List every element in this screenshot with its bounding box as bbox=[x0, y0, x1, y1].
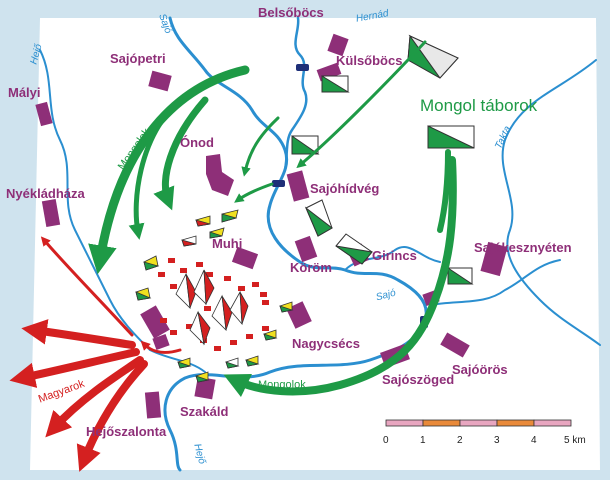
town-block-sajohidveg bbox=[286, 170, 310, 202]
label-sajohidveg: Sajóhídvég bbox=[310, 181, 379, 196]
scale-tick-3: 3 bbox=[494, 435, 500, 446]
label-river-hejo-bottom: Hejő bbox=[191, 443, 207, 466]
town-block-hejoszalonta bbox=[144, 391, 162, 419]
tents bbox=[175, 269, 249, 346]
scale-tick-1: 1 bbox=[420, 435, 426, 446]
town-block-sajooros bbox=[440, 332, 470, 358]
bridge-sajohidveg bbox=[272, 180, 285, 187]
town-block-onod bbox=[206, 154, 234, 196]
town-block-nyekladhaza bbox=[41, 198, 61, 228]
scale-tick-5: 5 km bbox=[564, 435, 586, 446]
arrow-camp-to-west bbox=[88, 65, 250, 275]
scale-tick-0: 0 bbox=[383, 435, 389, 446]
label-sajopetri: Sajópetri bbox=[110, 51, 166, 66]
label-mongolok-south: Mongolok bbox=[258, 379, 306, 391]
camp-2 bbox=[427, 125, 475, 149]
label-malyi: Mályi bbox=[8, 85, 41, 100]
arrow-magyar-wsw bbox=[9, 348, 140, 388]
town-block-belsobocs bbox=[327, 33, 349, 57]
label-hejoszalonta: Hejőszalonta bbox=[86, 424, 167, 439]
towns bbox=[35, 33, 508, 419]
arrow-north-center-2 bbox=[128, 102, 178, 240]
camp-7 bbox=[447, 267, 474, 285]
town-block-szakald-n bbox=[152, 333, 170, 351]
town-block-muhi bbox=[231, 246, 259, 270]
scale-tick-2: 2 bbox=[457, 435, 463, 446]
arrow-magyar-se bbox=[140, 340, 182, 354]
wagon-camp bbox=[135, 209, 294, 383]
arrow-magyar-w bbox=[21, 319, 136, 349]
label-sajooros: Sajóörös bbox=[452, 362, 508, 377]
arrow-magyar-s bbox=[76, 360, 148, 472]
label-kulsobocs: Külsőböcs bbox=[336, 53, 402, 68]
arrow-east-muhi bbox=[296, 40, 427, 169]
town-block-sajopetri bbox=[148, 70, 172, 92]
label-river-sajo-mid: Sajó bbox=[375, 287, 398, 303]
town-block-korom bbox=[294, 235, 318, 263]
mongol-arrows bbox=[88, 40, 457, 398]
arrow-sajohidveg-west bbox=[234, 182, 274, 203]
label-nyekladhaza: Nyékládháza bbox=[6, 186, 86, 201]
town-block-nagycsecs bbox=[286, 301, 312, 329]
town-block-sajokeszi bbox=[480, 241, 508, 277]
arrow-east-south-2 bbox=[437, 149, 451, 233]
arrow-magyar-sw bbox=[45, 356, 144, 438]
scale-tick-4: 4 bbox=[531, 435, 537, 446]
label-river-hejo-top: Hejő bbox=[29, 42, 45, 65]
camp-4 bbox=[291, 135, 320, 155]
arrow-east-south bbox=[223, 156, 457, 398]
label-onod: Ónod bbox=[180, 135, 214, 150]
town-block-szakald bbox=[194, 376, 216, 400]
camp-5 bbox=[304, 199, 333, 237]
flags-yellow bbox=[135, 209, 294, 383]
hungarian-arrows bbox=[9, 236, 182, 472]
arrow-north-center-1 bbox=[153, 96, 209, 211]
bridge-belsobocs bbox=[296, 64, 309, 71]
arrow-magyar-nw bbox=[40, 236, 134, 337]
label-muhi: Muhi bbox=[212, 236, 242, 251]
label-belsobocs: Belsőböcs bbox=[258, 5, 324, 20]
camp-3 bbox=[321, 75, 350, 93]
scale-bar: 0 1 2 3 4 5 km bbox=[383, 419, 586, 446]
label-korom: Köröm bbox=[290, 260, 332, 275]
arrow-onod-bridge bbox=[241, 116, 280, 177]
label-sajoszoged: Sajószöged bbox=[382, 372, 454, 387]
label-szakald: Szakáld bbox=[180, 404, 228, 419]
town-block-west bbox=[140, 305, 170, 339]
camp-6 bbox=[335, 233, 373, 265]
town-block-malyi bbox=[35, 101, 53, 127]
label-sajokeszi: Sajókesznyéten bbox=[474, 240, 572, 255]
label-nagycsecs: Nagycsécs bbox=[292, 336, 360, 351]
label-mongol-camp: Mongol táborok bbox=[420, 96, 538, 115]
label-girincs: Girincs bbox=[372, 248, 417, 263]
